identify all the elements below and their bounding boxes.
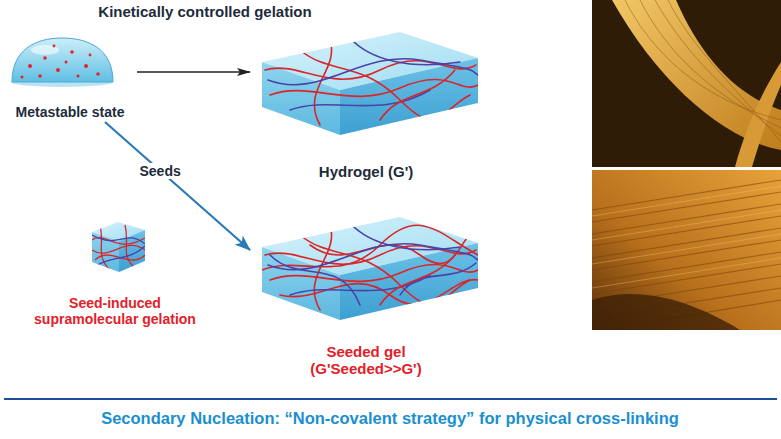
divider-line xyxy=(4,398,777,400)
afm-image xyxy=(592,170,781,330)
arrow-connector xyxy=(137,71,250,72)
node-label: Metastable state xyxy=(16,104,125,120)
node-label: Seed-induced supramolecular gelation xyxy=(21,295,209,327)
caption: Secondary Nucleation: “Non-covalent stra… xyxy=(101,409,679,428)
gel-node: Hydrogel (G') xyxy=(250,25,482,180)
afm-image xyxy=(592,0,781,167)
hydrogel-slab xyxy=(262,32,478,135)
gel-node: Seeded gel (G'Seeded>>G') xyxy=(250,212,482,377)
seed-cube xyxy=(92,222,145,272)
node-label: Seeded gel (G'Seeded>>G') xyxy=(291,343,441,378)
gel-node: Metastable state xyxy=(5,28,135,120)
gel-node: Seed-induced supramolecular gelation xyxy=(17,222,213,327)
edge-label: Seeds xyxy=(136,163,183,179)
droplet xyxy=(11,38,113,87)
seeded-gel-slab xyxy=(262,217,478,320)
arrow-connector xyxy=(105,122,250,250)
heading-label: Kinetically controlled gelation xyxy=(98,3,311,20)
node-label: Hydrogel (G') xyxy=(319,163,413,180)
